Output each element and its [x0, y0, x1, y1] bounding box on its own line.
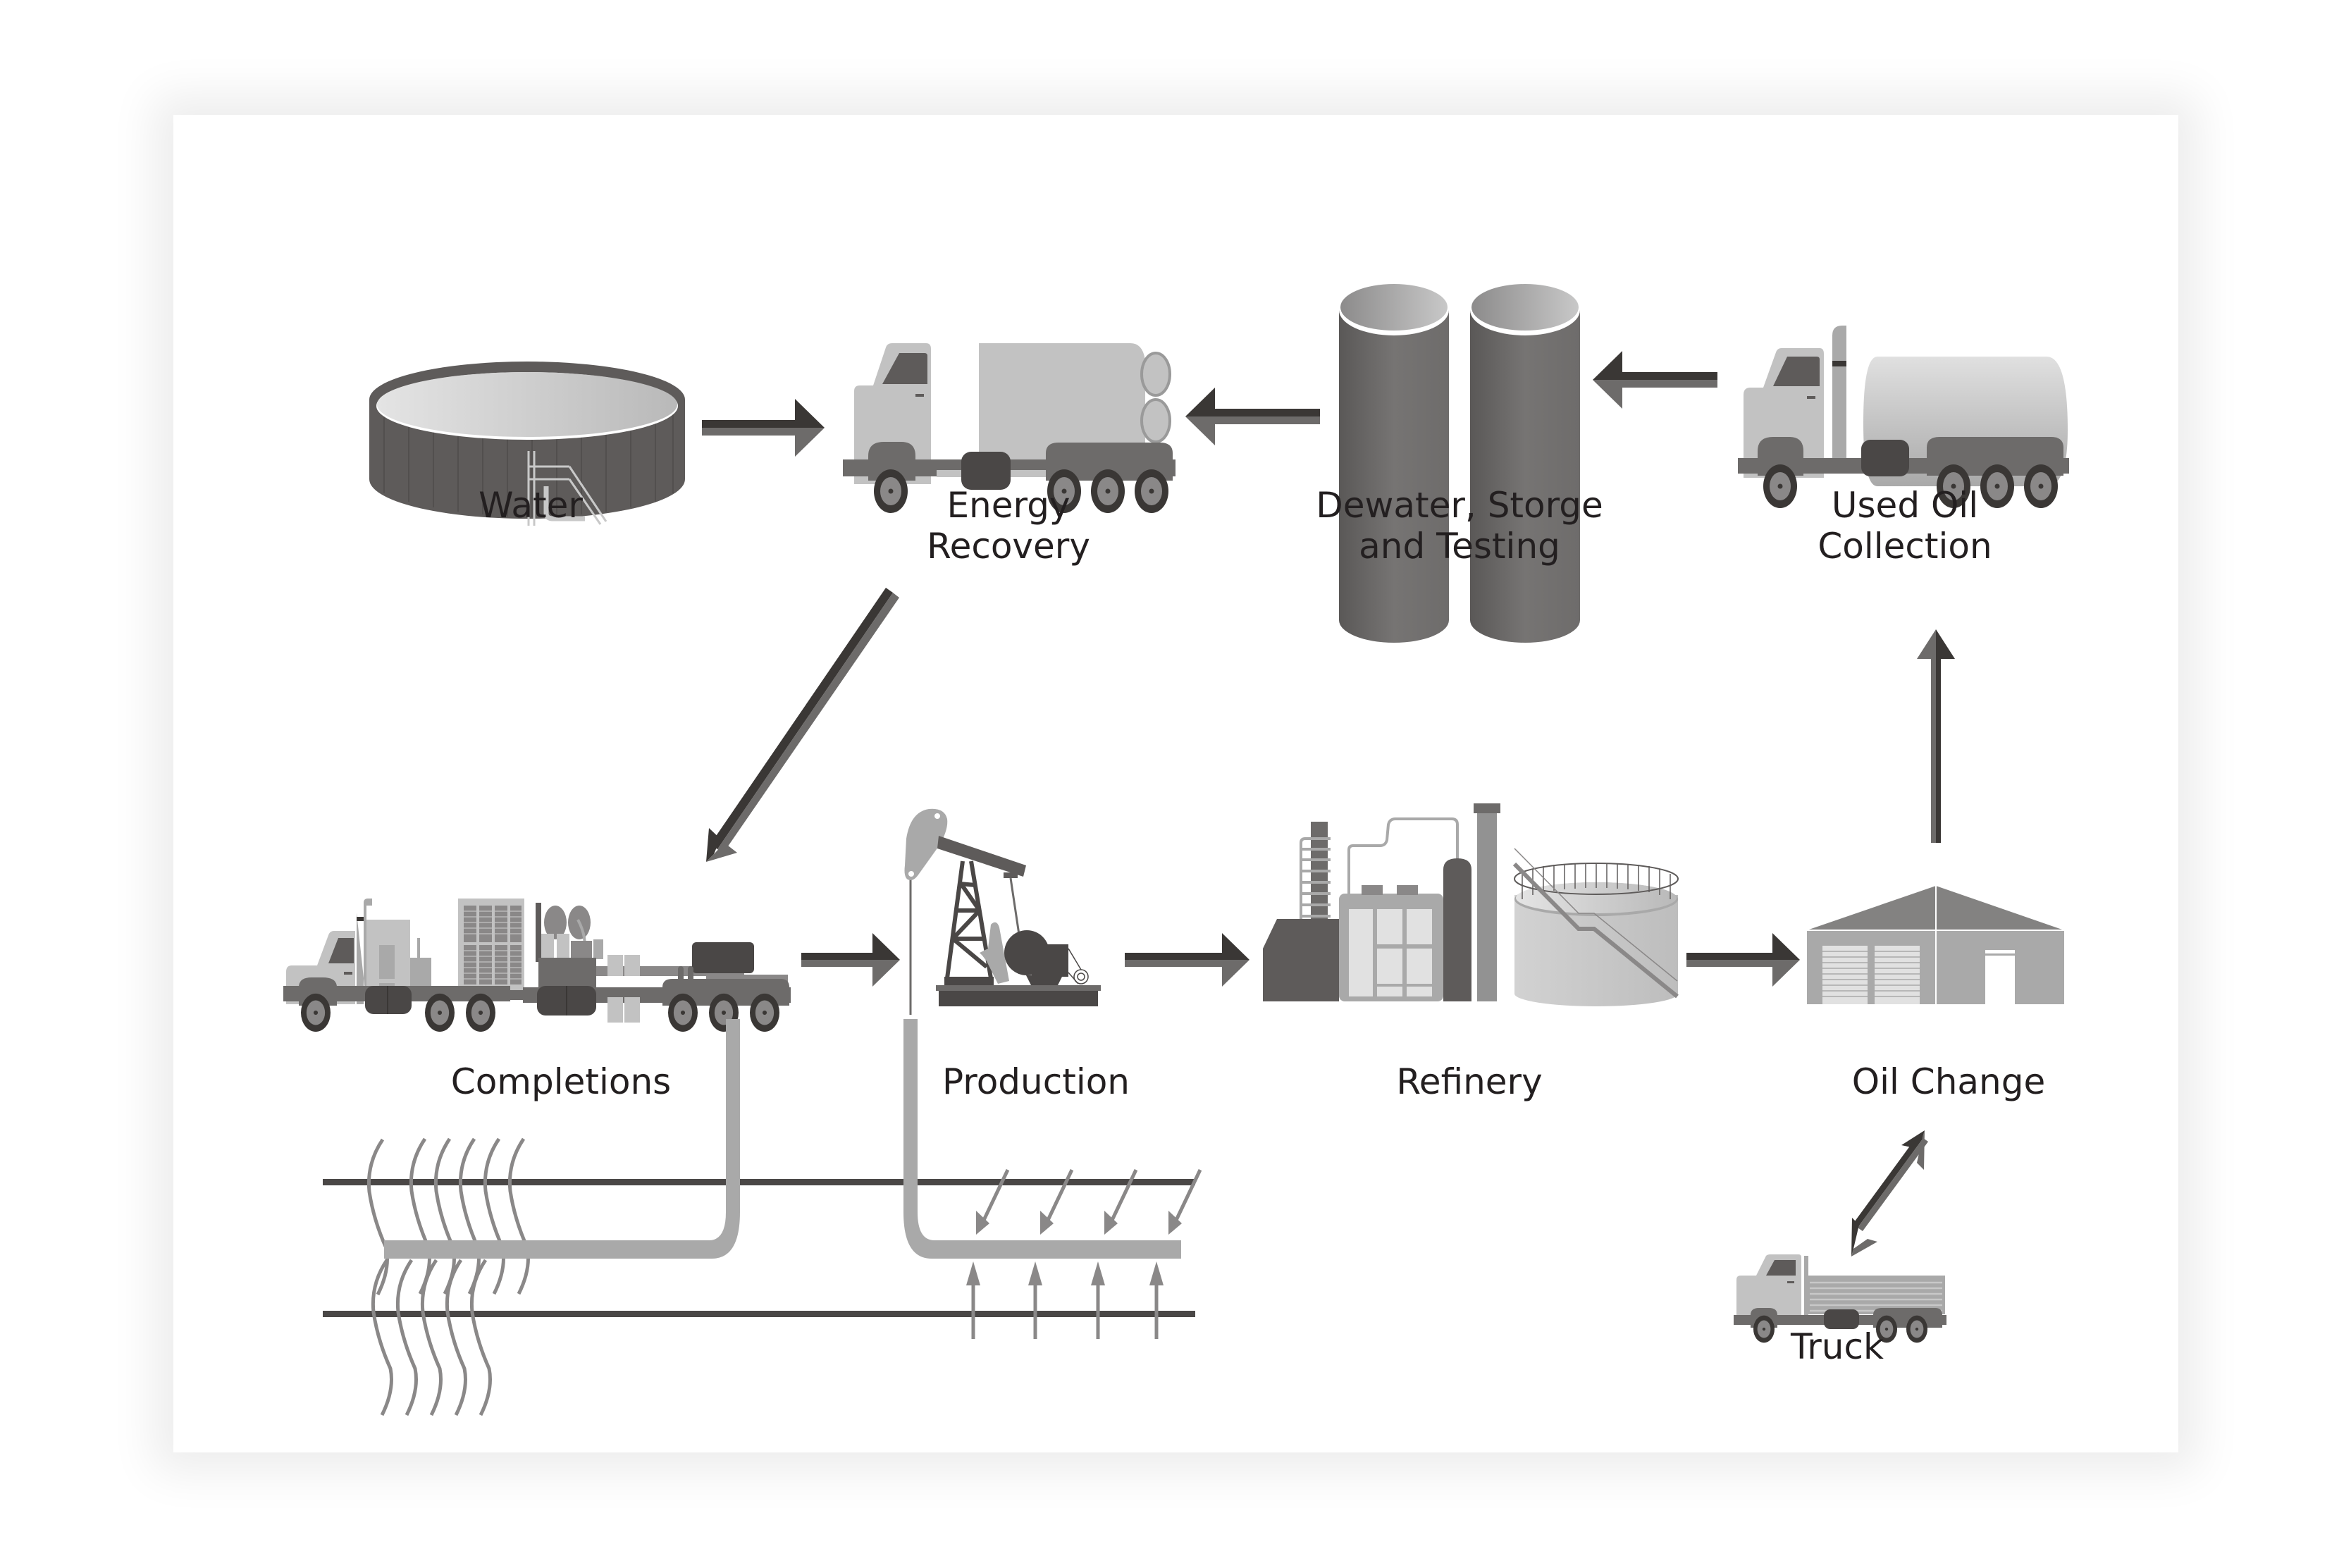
label-truck: Truck	[1790, 1326, 1884, 1367]
completions-wellbore	[384, 1019, 740, 1259]
arrow-refinery-to-oil-change	[1686, 933, 1800, 987]
arrow-dewater-to-energy	[1185, 388, 1320, 445]
fracture-waves-upper	[409, 1137, 530, 1295]
fracture-waves-lower	[371, 1259, 492, 1416]
tanker-truck-icon	[1738, 326, 2069, 508]
arrow-production-to-refinery	[1125, 933, 1249, 987]
label-refinery: Refinery	[1396, 1061, 1542, 1102]
strata-line-lower	[323, 1311, 1195, 1317]
label-completions: Completions	[451, 1061, 671, 1102]
arrow-completions-to-production	[801, 933, 900, 987]
arrow-collection-to-dewater	[1593, 351, 1717, 409]
flatbed-truck-icon	[1734, 1254, 1946, 1343]
label-water: Water	[479, 485, 583, 526]
box-truck-icon	[843, 343, 1176, 513]
strata-line-upper	[323, 1179, 1195, 1185]
water-tank-icon	[369, 362, 685, 526]
storage-tanks-icon	[1339, 284, 1580, 643]
pumpjack-icon	[904, 808, 1101, 1015]
completions-rig-truck-icon	[283, 899, 791, 1032]
underground-section	[323, 1019, 1202, 1416]
inflow-arrows-up	[971, 1280, 1159, 1339]
arrow-energy-to-completions	[706, 588, 899, 862]
label-oil-change: Oil Change	[1852, 1061, 2045, 1102]
garage-building-icon	[1807, 886, 2064, 1004]
refinery-icon	[1263, 803, 1679, 1006]
arrow-water-to-energy	[702, 399, 825, 457]
inflow-arrows-down	[977, 1168, 1202, 1232]
label-production: Production	[942, 1061, 1130, 1102]
arrow-oil-change-to-collection	[1917, 629, 1955, 843]
arrow-oil-change-truck-bidirectional	[1851, 1130, 1928, 1257]
